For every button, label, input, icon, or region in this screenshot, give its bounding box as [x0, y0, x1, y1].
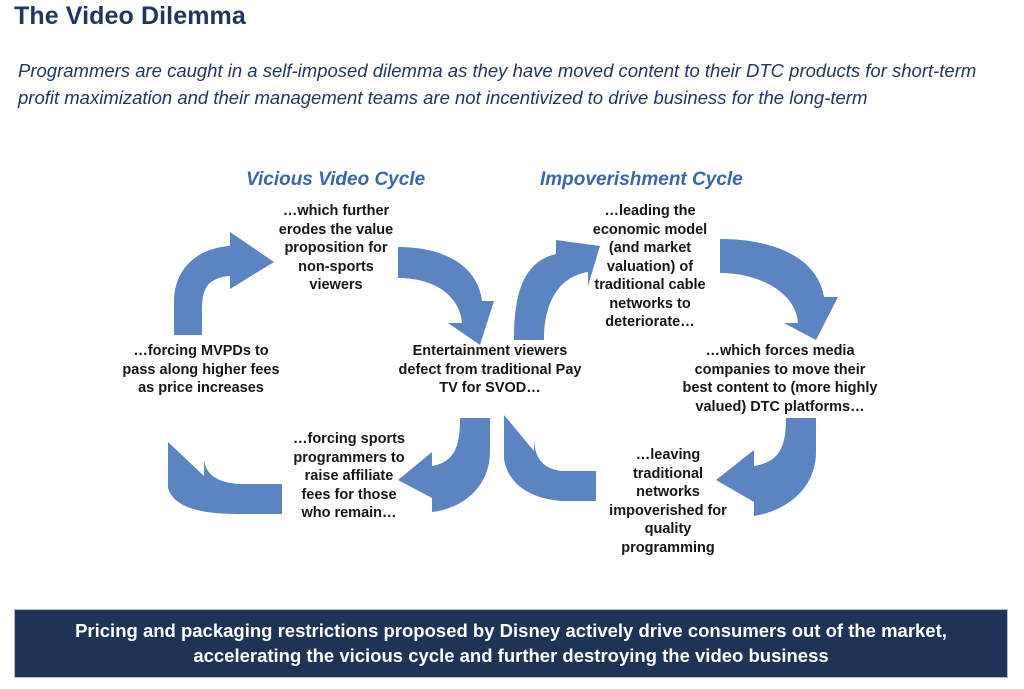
node-forcing-mvpds: …forcing MVPDs to pass along higher fees… — [122, 343, 280, 397]
page-title: The Video Dilemma — [14, 2, 246, 30]
cycle-heading-vicious-video: Vicious Video Cycle — [246, 169, 426, 190]
cycle-heading-impoverishment: Impoverishment Cycle — [540, 169, 743, 190]
node-which-further-erodes: …which further erodes the value proposit… — [278, 203, 394, 294]
arrow-up-right-right-cycle — [500, 240, 600, 340]
slide-subtitle: Programmers are caught in a self-imposed… — [18, 60, 977, 108]
footer-banner-text: Pricing and packaging restrictions propo… — [75, 619, 947, 669]
arrow-down-right-left-cycle — [398, 245, 496, 345]
arrow-down-left-outer-right — [716, 418, 826, 523]
footer-line-2: accelerating the vicious cycle and furth… — [193, 644, 829, 666]
arrow-up-left-center-right — [500, 415, 600, 515]
arrow-up-right-left-cycle — [158, 232, 278, 337]
footer-banner: Pricing and packaging restrictions propo… — [14, 609, 1008, 678]
arrow-down-left-center-left — [398, 418, 496, 518]
node-entertainment-viewers-defect: Entertainment viewers defect from tradit… — [398, 343, 582, 397]
arrow-down-right-outer-right — [720, 235, 840, 340]
node-leading-the-economic-model: …leading the economic model (and market … — [592, 203, 708, 331]
footer-line-1: Pricing and packaging restrictions propo… — [75, 619, 947, 641]
node-which-forces-media-companies: …which forces media companies to move th… — [682, 343, 878, 415]
node-leaving-traditional-networks: …leaving traditional networks impoverish… — [609, 447, 727, 556]
node-forcing-sports-programmers: …forcing sports programmers to raise aff… — [293, 431, 405, 522]
arrow-up-left-outer-left — [168, 422, 284, 522]
cycle-diagram: Vicious Video Cycle Impoverishment Cycle… — [0, 150, 1024, 590]
